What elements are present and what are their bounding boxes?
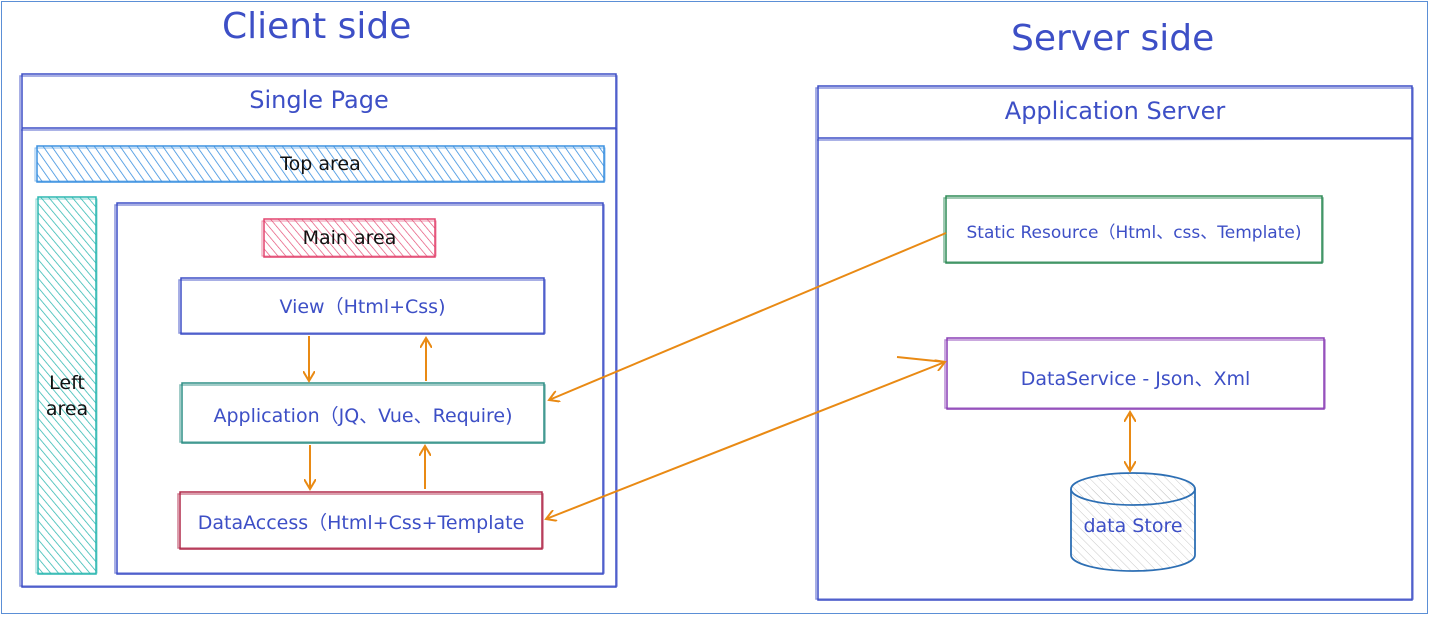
left-area-label-line1: Left	[49, 372, 85, 394]
flow-arrows	[309, 336, 426, 489]
top-area-label: Top area	[280, 153, 361, 175]
single-page-box	[19, 73, 618, 588]
arrow-static-to-application	[549, 232, 947, 400]
static-resource-box	[943, 195, 1324, 264]
main-area-tag	[261, 218, 437, 258]
data-store-label: data Store	[1083, 515, 1183, 537]
client-side-title: Client side	[222, 6, 412, 47]
left-area-bar	[35, 196, 98, 575]
top-area-bar	[34, 145, 606, 183]
application-server-label: Application Server	[1004, 97, 1226, 125]
arrow-tail-dataservice	[896, 356, 946, 363]
view-label: View（Html+Css)	[279, 296, 446, 318]
server-side-title: Server side	[1011, 18, 1215, 59]
single-page-label: Single Page	[249, 86, 389, 114]
dataaccess-label: DataAccess（Html+Css+Template	[197, 512, 525, 534]
main-area-label: Main area	[302, 227, 397, 249]
view-box	[178, 277, 546, 335]
application-server-box	[815, 85, 1414, 601]
left-area-label-line2: area	[45, 398, 89, 420]
static-resource-label: Static Resource（Html、css、Template)	[966, 223, 1302, 243]
data-service-label: DataService - Json、Xml	[1020, 368, 1251, 390]
arrow-dataaccess-dataservice	[546, 362, 945, 519]
dataaccess-box	[177, 491, 544, 550]
data-store-cylinder	[1070, 472, 1196, 572]
application-label: Application（JQ、Vue、Require)	[213, 405, 513, 427]
